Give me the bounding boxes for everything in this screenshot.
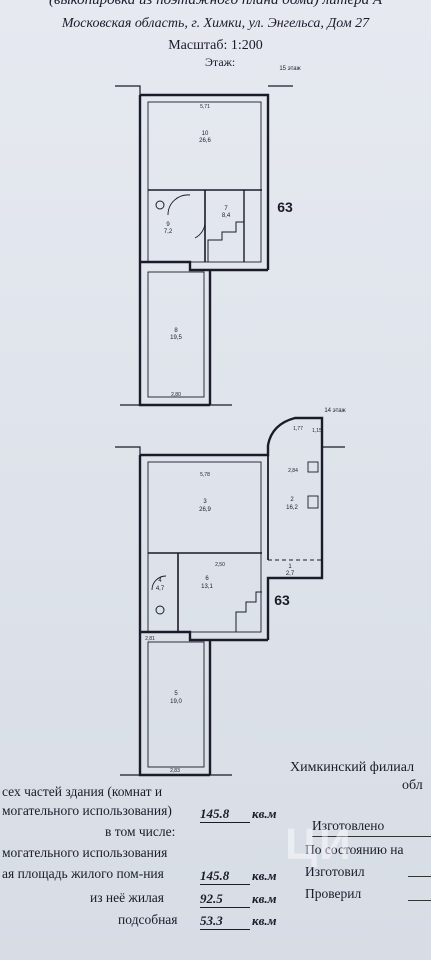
room-num-5: 5 bbox=[174, 691, 178, 697]
room-area-9: 7,2 bbox=[164, 229, 173, 235]
dim-5: 5,78 bbox=[200, 472, 210, 478]
room-num-4: 4 bbox=[158, 578, 162, 584]
made-by-line bbox=[408, 876, 431, 877]
room-num-8: 8 bbox=[174, 328, 178, 334]
checked-label: Проверил bbox=[305, 886, 362, 901]
room-area-5: 19,0 bbox=[170, 699, 182, 705]
floor-14-label: 14 этаж bbox=[324, 408, 345, 414]
apartment-number-upper: 63 bbox=[277, 199, 293, 215]
document-title: (выкопировка из поэтажного плана дома) л… bbox=[48, 0, 383, 8]
room-num-1: 1 bbox=[288, 564, 292, 570]
room-area-6: 13,1 bbox=[201, 584, 213, 590]
dim-9: 2,83 bbox=[170, 768, 180, 774]
auxiliary-area-unit: кв.м bbox=[252, 913, 277, 928]
summary-row-4-label: могательного использования bbox=[2, 845, 168, 860]
auxiliary-area-value: 53.3 bbox=[200, 913, 250, 930]
lower-plan bbox=[115, 416, 345, 777]
apartment-number-lower: 63 bbox=[274, 592, 290, 608]
summary-row-2-label: могательного использования) bbox=[2, 803, 172, 818]
checked-line bbox=[408, 900, 431, 901]
living-total-value: 145.8 bbox=[200, 868, 250, 885]
dim-8: 2,81 bbox=[145, 636, 155, 642]
summary-row-1-label: сех частей здания (комнат и bbox=[2, 784, 163, 799]
dim-6: 2,84 bbox=[288, 468, 298, 474]
filial-region: обл bbox=[402, 778, 423, 793]
room-area-1: 2,7 bbox=[286, 571, 295, 577]
room-area-7: 8,4 bbox=[222, 213, 231, 219]
floor-label: Этаж: bbox=[205, 55, 236, 69]
room-area-10: 26,6 bbox=[199, 138, 211, 144]
room-num-10: 10 bbox=[202, 131, 209, 137]
total-area-value: 145.8 bbox=[200, 806, 250, 823]
address: Московская область, г. Химки, ул. Энгель… bbox=[61, 16, 370, 31]
dim-7: 2,50 bbox=[215, 562, 225, 568]
upper-plan bbox=[115, 85, 293, 407]
room-num-7: 7 bbox=[224, 206, 228, 212]
summary-row-5-label: ая площадь жилого пом-ния bbox=[2, 866, 164, 881]
summary-row-7-label: подсобная bbox=[118, 912, 178, 927]
living-total-unit: кв.м bbox=[252, 868, 277, 883]
room-area-3: 26,9 bbox=[199, 507, 211, 513]
as-of-label: По состоянию на bbox=[305, 842, 404, 857]
room-num-3: 3 bbox=[203, 499, 207, 505]
made-line bbox=[312, 836, 431, 837]
summary-row-6-label: из неё жилая bbox=[90, 890, 165, 905]
room-area-4: 4,7 bbox=[156, 586, 165, 592]
summary-row-3-label: в том числе: bbox=[105, 824, 176, 839]
living-area-unit: кв.м bbox=[252, 891, 277, 906]
room-num-2: 2 bbox=[290, 497, 294, 503]
room-num-9: 9 bbox=[166, 222, 170, 228]
dim-1: 5,71 bbox=[200, 104, 210, 110]
room-num-6: 6 bbox=[205, 576, 209, 582]
dim-4: 1,15 bbox=[312, 428, 322, 434]
scale: Масштаб: 1:200 bbox=[168, 38, 263, 53]
filial-name: Химкинский филиал bbox=[290, 760, 415, 775]
floor-15-label: 15 этаж bbox=[279, 66, 300, 72]
room-area-8: 19,5 bbox=[170, 335, 182, 341]
living-area-value: 92.5 bbox=[200, 891, 250, 908]
made-label: Изготовлено bbox=[312, 818, 385, 833]
floor-plan: 15 этаж 14 этаж 63 63 10 26,6 9 7,2 7 8,… bbox=[115, 66, 346, 777]
dim-2: 2,80 bbox=[171, 392, 181, 398]
watermark: ЦИ bbox=[285, 820, 353, 869]
total-area-unit: кв.м bbox=[252, 806, 277, 821]
room-area-2: 16,2 bbox=[286, 505, 298, 511]
dim-3: 1,77 bbox=[293, 426, 303, 432]
made-by-label: Изготовил bbox=[305, 864, 365, 879]
